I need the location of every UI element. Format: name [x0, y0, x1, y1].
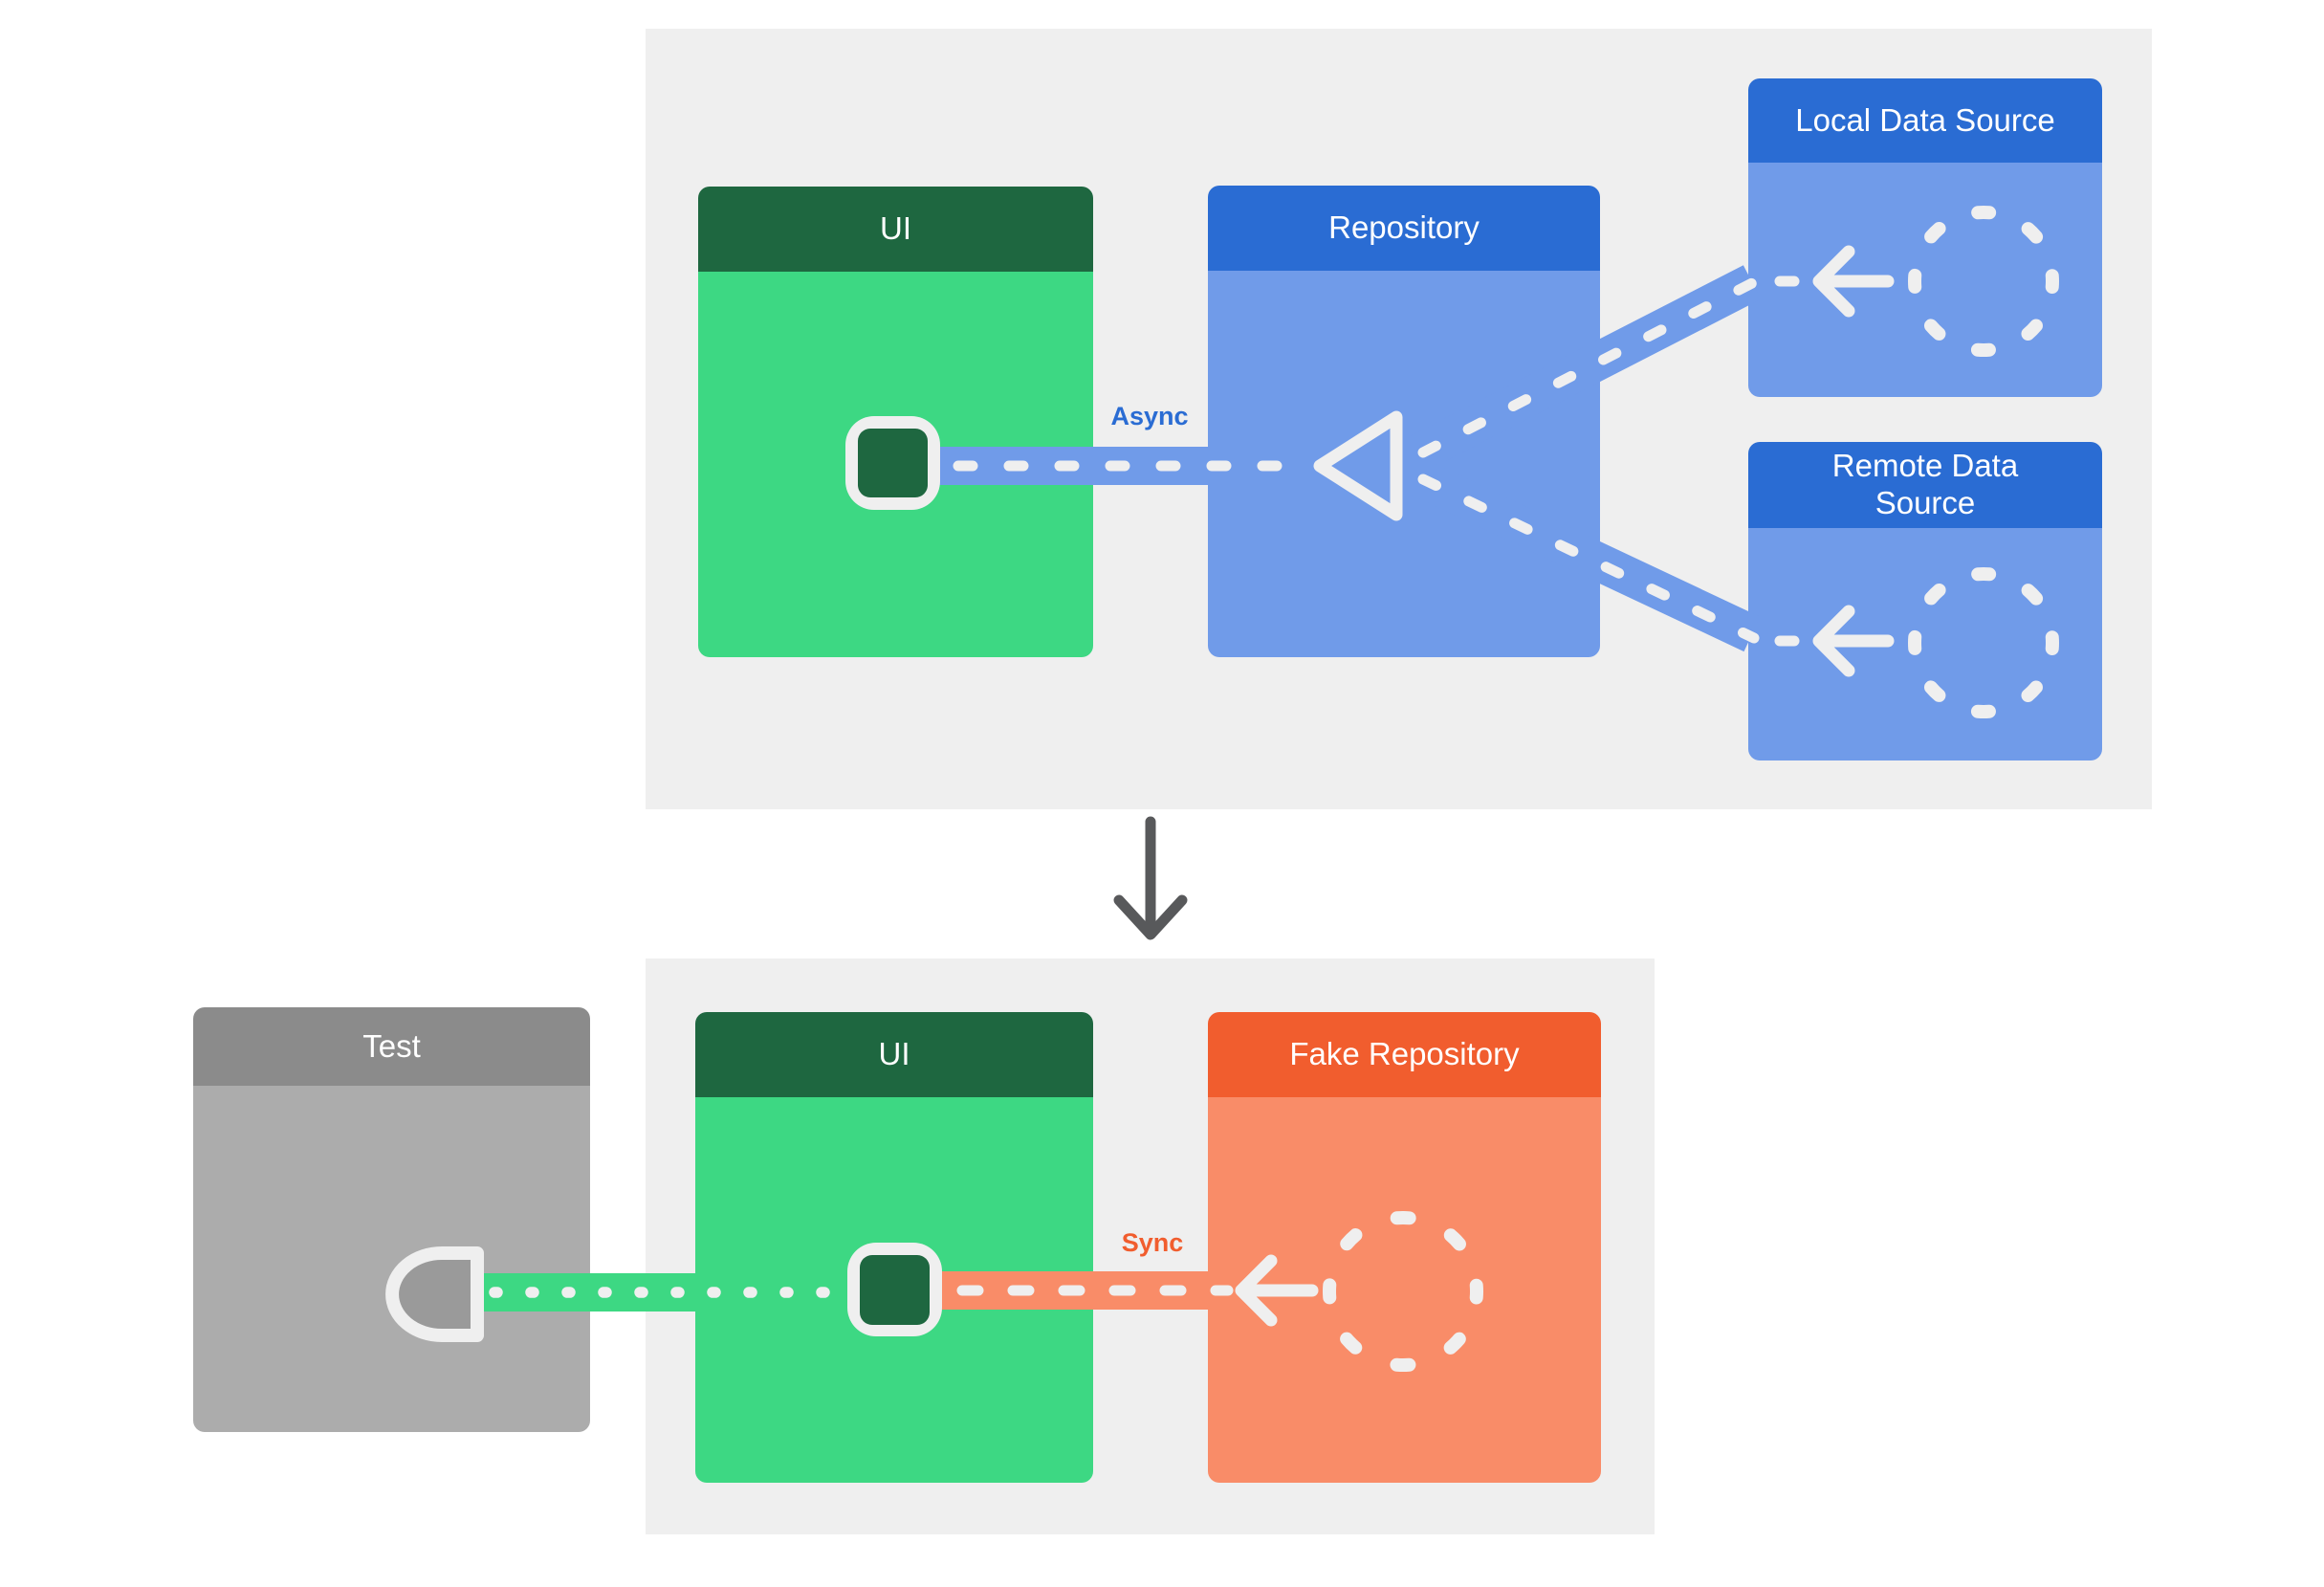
- ui-box-bottom-title: UI: [878, 1036, 910, 1072]
- local-data-source-body: [1748, 163, 2102, 397]
- remote-data-source-title: Remote Data Source: [1831, 448, 2019, 520]
- repository-box-body: [1208, 271, 1600, 657]
- ui-box-top: UI: [698, 187, 1093, 657]
- ui-box-bottom-body: [695, 1097, 1093, 1483]
- repository-box-header: Repository: [1208, 186, 1600, 271]
- ui-box-top-title: UI: [880, 210, 911, 247]
- local-data-source-box: Local Data Source: [1748, 78, 2102, 397]
- fake-repository-title: Fake Repository: [1289, 1036, 1520, 1072]
- test-box-header: Test: [193, 1007, 590, 1086]
- remote-data-source-header: Remote Data Source: [1748, 442, 2102, 528]
- test-box: Test: [193, 1007, 590, 1432]
- ui-box-bottom-header: UI: [695, 1012, 1093, 1097]
- test-box-body: [193, 1086, 590, 1432]
- fake-repository-header: Fake Repository: [1208, 1012, 1601, 1097]
- fake-repository-box: Fake Repository: [1208, 1012, 1601, 1483]
- ui-box-top-header: UI: [698, 187, 1093, 272]
- remote-data-source-body: [1748, 528, 2102, 760]
- repository-box-title: Repository: [1328, 209, 1480, 246]
- ui-box-top-body: [698, 272, 1093, 657]
- async-label: Async: [1110, 402, 1189, 430]
- local-data-source-title: Local Data Source: [1795, 101, 2055, 138]
- fake-repository-body: [1208, 1097, 1601, 1483]
- local-data-source-header: Local Data Source: [1748, 78, 2102, 163]
- remote-data-source-box: Remote Data Source: [1748, 442, 2102, 760]
- test-box-title: Test: [362, 1027, 421, 1064]
- down-arrow-icon: [1113, 816, 1188, 940]
- repository-box: Repository: [1208, 186, 1600, 657]
- sync-label: Sync: [1121, 1228, 1184, 1257]
- ui-box-bottom: UI: [695, 1012, 1093, 1483]
